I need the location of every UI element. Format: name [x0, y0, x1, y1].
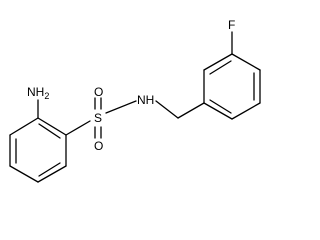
bond-sulfur-oxygen-bottom — [94, 126, 102, 139]
amine-label-main: NH — [27, 85, 44, 99]
bond-methylene-ring — [177, 102, 205, 119]
oxygen-bottom-label: O — [94, 139, 103, 153]
chemical-structure-diagram: NH2 S O O NH F — [9, 18, 261, 183]
fluorophenyl-ring — [203, 53, 261, 120]
fluorine-label: F — [228, 18, 235, 32]
atom-labels: NH2 S O O NH F — [27, 18, 235, 153]
bond-ring-sulfur — [65, 120, 91, 136]
bonds — [9, 31, 261, 183]
sulfur-label: S — [94, 111, 102, 125]
bond-sulfur-oxygen-top — [94, 97, 102, 110]
amine-label: NH2 — [27, 85, 49, 101]
oxygen-top-label: O — [94, 85, 103, 99]
aniline-ring — [9, 117, 67, 183]
bond-nitrogen-methylene — [155, 100, 179, 119]
bond-sulfur-nitrogen — [105, 100, 137, 114]
amine-label-subscript: 2 — [44, 91, 49, 101]
amide-nh-label: NH — [137, 93, 154, 107]
